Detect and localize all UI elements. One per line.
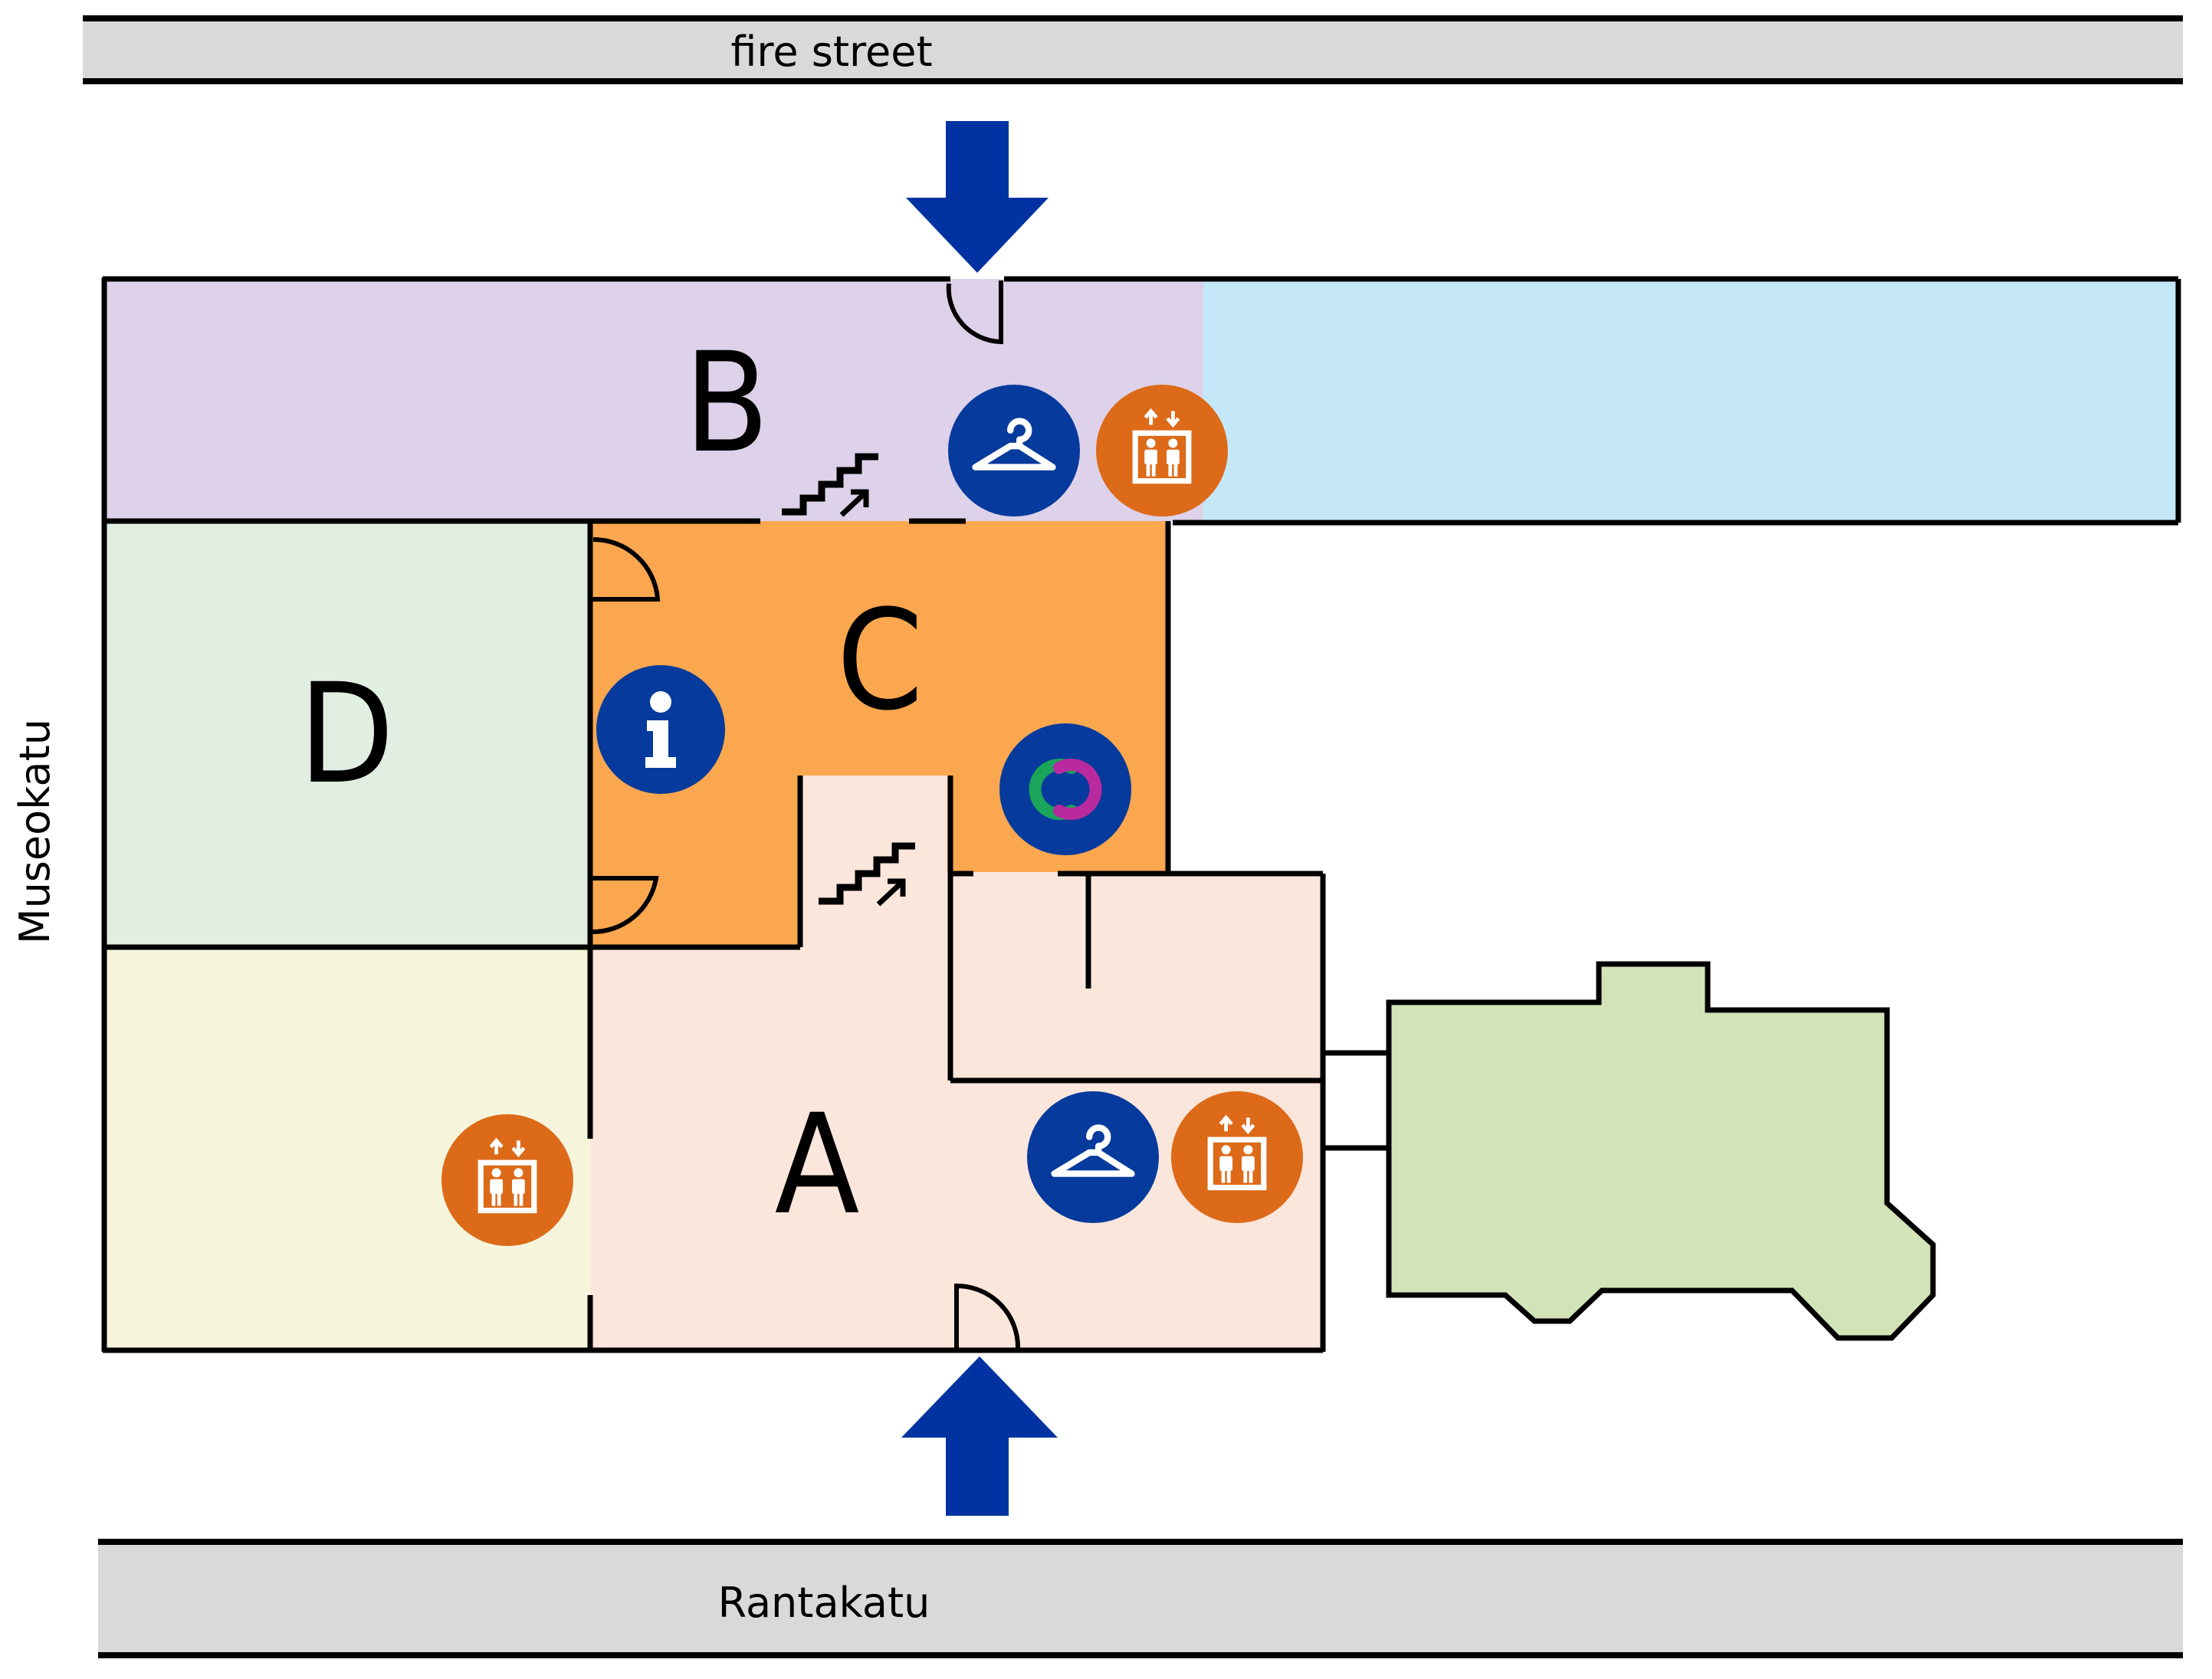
door-icon [592,536,661,602]
elevator-icon [441,1114,573,1246]
street-bottom: Rantakatu [98,1539,2183,1658]
section-label-d: D [299,654,395,815]
entrance-arrow-icon [901,1356,1058,1516]
entrance-arrow-icon [906,121,1049,273]
section-label-a: A [775,1085,860,1245]
section-a-area [590,776,1323,1350]
info-icon [596,665,725,794]
elevator-icon [1171,1091,1303,1223]
section-label-b: B [684,323,769,484]
street-label-bottom: Rantakatu [718,1579,930,1627]
door-icon [591,876,659,935]
linked-rings-icon [999,723,1131,855]
annex-building [1386,961,1936,1341]
door-icon [946,280,1003,345]
section-c-area [590,521,1168,947]
street-label-top: fire street [730,28,932,76]
street-label-left: Museokatu [11,719,59,944]
door-icon [954,1283,1021,1349]
section-label-c: C [836,581,923,741]
section-d-area [104,521,590,947]
hanger-icon [948,385,1080,516]
section-blue-area [1203,279,2177,521]
hanger-icon [1027,1091,1159,1223]
elevator-icon [1096,385,1228,516]
building-walls [101,276,2181,1353]
street-top: fire street [83,15,2183,84]
